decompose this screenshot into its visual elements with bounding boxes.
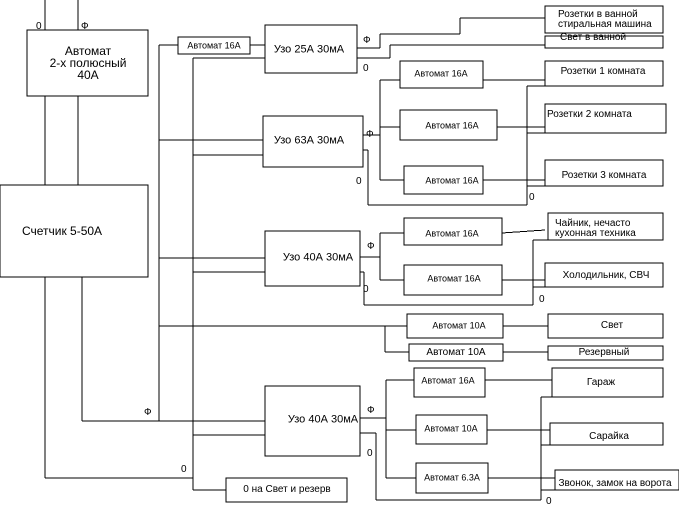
load-room2-box xyxy=(544,103,667,134)
load-reserve-box xyxy=(547,345,664,361)
rcd-kitchen-label: Узо 40А 30мА xyxy=(282,251,354,264)
load-light-box xyxy=(547,313,664,339)
breaker-room2-label: Автомат 16А xyxy=(425,120,479,131)
load-shed-label: Сарайка xyxy=(589,431,629,442)
marker-zero: 0 xyxy=(529,192,535,203)
marker-zero: 0 xyxy=(36,21,42,32)
breaker-kettle-label: Автомат 16А xyxy=(425,228,479,239)
main-breaker-line2: 2-х полюсный xyxy=(49,56,127,70)
breaker-room1-box xyxy=(399,60,484,89)
marker-phase: Ф xyxy=(144,407,152,418)
main-breaker-box xyxy=(26,29,149,97)
rcd-outdoor-label: Узо 40А 30мА xyxy=(287,413,359,426)
rcd-outdoor-box xyxy=(264,385,361,457)
breaker-garage-box xyxy=(413,367,486,398)
load-bell-label: Звонок, замок на ворота xyxy=(558,478,672,489)
marker-zero: 0 xyxy=(363,284,369,295)
load-fridge-label: Холодильник, СВЧ xyxy=(562,270,650,281)
load-garage-box xyxy=(551,367,664,398)
main-breaker-line3: 40A xyxy=(77,68,99,82)
breaker-bath-in-label: Автомат 16А xyxy=(187,40,241,51)
breaker-kettle-box xyxy=(403,217,503,246)
breaker-bell-box xyxy=(415,462,489,494)
marker-phase: Ф xyxy=(363,35,371,46)
load-light-label: Свет xyxy=(600,320,624,331)
marker-phase: Ф xyxy=(81,21,89,32)
breaker-garage-label: Автомат 16А xyxy=(421,375,475,386)
breaker-bath-in-box xyxy=(177,36,251,55)
breaker-room2-box xyxy=(399,109,498,141)
rcd-kitchen-box xyxy=(264,230,361,287)
breaker-fridge-label: Автомат 16А xyxy=(427,273,481,284)
load-bath-sockets-box xyxy=(544,5,664,34)
load-room1-box xyxy=(544,60,664,87)
neutral-light-label: 0 на Свет и резерв xyxy=(243,484,331,495)
main-breaker-line1: Автомат xyxy=(64,44,112,58)
load-shed-box xyxy=(549,422,664,446)
marker-zero: 0 xyxy=(356,176,362,187)
marker-phase: Ф xyxy=(366,129,374,140)
rcd-rooms-box xyxy=(262,115,364,168)
load-kettle-line2: кухонная техника xyxy=(555,228,636,239)
marker-phase: Ф xyxy=(367,405,375,416)
marker-zero: 0 xyxy=(181,464,187,475)
breaker-room3-box xyxy=(403,165,484,195)
meter-label: Счетчик 5-50А xyxy=(21,224,103,238)
marker-zero: 0 xyxy=(546,496,552,507)
load-bath-sockets-line2: стиральная машина xyxy=(558,19,652,30)
load-bath-sockets-line1: Розетки в ванной xyxy=(558,9,638,20)
load-room3-label: Розетки 3 комната xyxy=(561,170,647,181)
marker-zero: 0 xyxy=(367,448,373,459)
load-bath-sockets-label: Розетки в ванной стиральная машина xyxy=(558,10,652,30)
marker-zero: 0 xyxy=(539,294,545,305)
breaker-shed-box xyxy=(415,414,488,445)
load-room3-box xyxy=(544,159,664,187)
meter-box xyxy=(0,184,149,278)
load-kettle-line1: Чайник, нечасто xyxy=(555,218,631,229)
main-breaker-label: Автомат 2-х полюсный 40A xyxy=(50,45,127,81)
load-room2-label: Розетки 2 комната xyxy=(547,109,632,120)
breaker-light-box xyxy=(406,313,504,339)
breaker-reserve-box xyxy=(408,343,504,362)
breaker-light-label: Автомат 10А xyxy=(432,320,486,331)
rcd-bath-label: Узо 25А 30мА xyxy=(273,43,345,56)
neutral-light-box xyxy=(225,477,348,503)
load-kettle-box xyxy=(547,212,664,241)
breaker-reserve-label: Автомат 10А xyxy=(426,347,486,358)
breaker-room1-label: Автомат 16А xyxy=(414,68,468,79)
load-kettle-label: Чайник, нечасто кухонная техника xyxy=(555,219,636,239)
breaker-bell-label: Автомат 6.3А xyxy=(424,472,480,483)
load-garage-label: Гараж xyxy=(586,377,616,388)
rcd-bath-box xyxy=(264,24,358,74)
load-bell-box xyxy=(554,469,679,491)
breaker-room3-label: Автомат 16А xyxy=(425,175,479,186)
load-bath-light-label: Свет в ванной xyxy=(560,32,627,43)
breaker-fridge-box xyxy=(403,264,503,296)
load-room1-label: Розетки 1 комната xyxy=(560,66,646,77)
rcd-rooms-label: Узо 63А 30мА xyxy=(273,134,345,147)
load-bath-light-box xyxy=(544,35,664,49)
load-fridge-box xyxy=(544,262,664,288)
marker-zero: 0 xyxy=(363,63,369,74)
breaker-shed-label: Автомат 10А xyxy=(424,423,478,434)
load-reserve-label: Резервный xyxy=(578,347,630,358)
marker-phase: Ф xyxy=(367,241,375,252)
